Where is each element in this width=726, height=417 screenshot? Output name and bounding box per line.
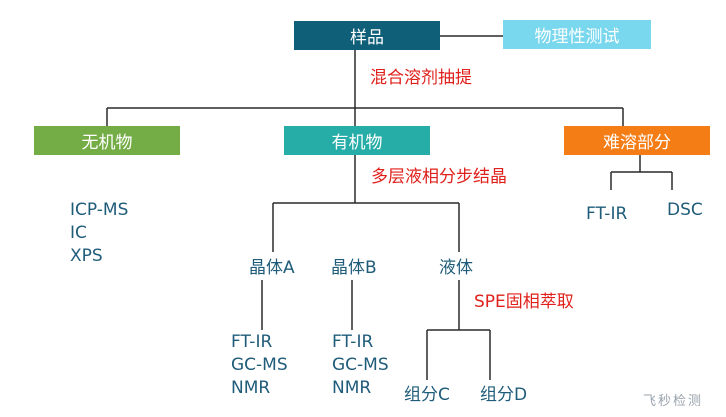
- method-label: GC-MS: [231, 355, 288, 375]
- method-label: GC-MS: [332, 355, 389, 375]
- physical-test-box: 物理性测试: [503, 20, 651, 49]
- crystal-b-label: 晶体B: [331, 258, 377, 278]
- spe-label: SPE固相萃取: [474, 292, 574, 312]
- method-label: FT-IR: [332, 332, 374, 352]
- sample-box: 样品: [294, 21, 440, 50]
- watermark: 飞秒检测: [643, 394, 704, 409]
- liquid-label: 液体: [439, 258, 473, 278]
- crystal-a-label: 晶体A: [249, 258, 295, 278]
- insoluble-method-dsc: DSC: [667, 200, 703, 220]
- inorganic-methods: ICP-MS IC XPS: [70, 199, 128, 268]
- component-c-label: 组分C: [404, 385, 450, 405]
- method-label: FT-IR: [231, 332, 273, 352]
- method-label: NMR: [332, 378, 372, 398]
- inorganic-label: 无机物: [81, 133, 133, 153]
- organic-label: 有机物: [331, 133, 383, 153]
- crystal-a-methods: FT-IR GC-MS NMR: [231, 331, 288, 400]
- insoluble-label: 难溶部分: [603, 133, 671, 153]
- method-label: NMR: [231, 378, 271, 398]
- crystal-b-methods: FT-IR GC-MS NMR: [332, 331, 389, 400]
- insoluble-method-ftir: FT-IR: [586, 204, 628, 224]
- method-label: XPS: [70, 246, 103, 266]
- sample-label: 样品: [350, 28, 384, 48]
- multilayer-label: 多层液相分步结晶: [371, 167, 507, 187]
- component-d-label: 组分D: [480, 385, 528, 405]
- physical-test-label: 物理性测试: [534, 27, 620, 47]
- insoluble-box: 难溶部分: [564, 126, 710, 155]
- method-label: IC: [70, 223, 87, 243]
- inorganic-box: 无机物: [34, 126, 180, 155]
- mixed-extraction-label: 混合溶剂抽提: [370, 68, 472, 88]
- method-label: ICP-MS: [70, 200, 129, 220]
- organic-box: 有机物: [284, 126, 430, 155]
